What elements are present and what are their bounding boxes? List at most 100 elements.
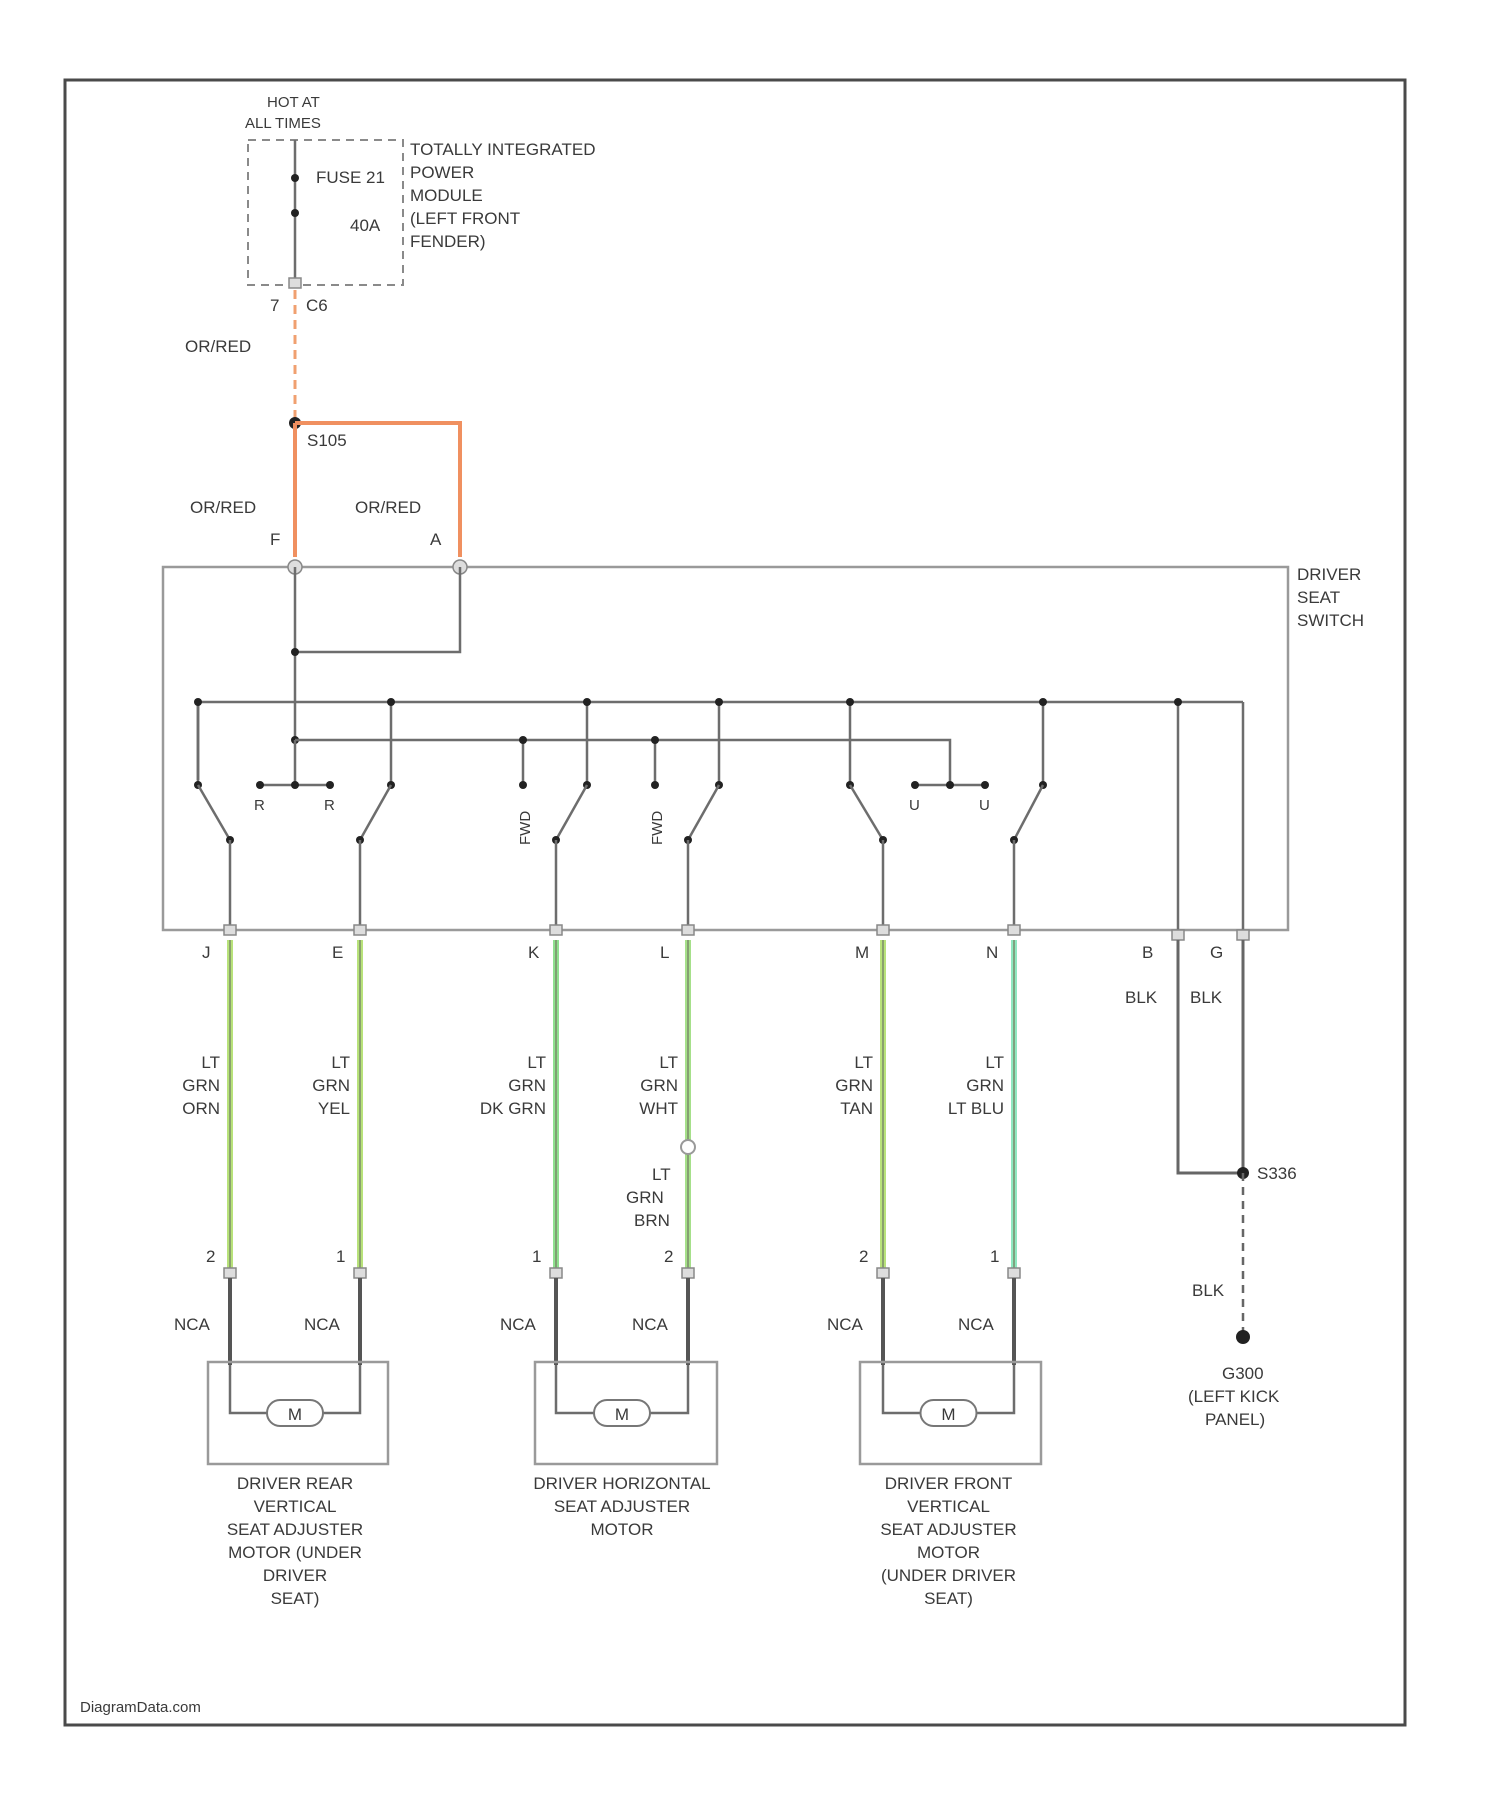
switch-output-pin [224, 925, 236, 935]
switch-pin-label: J [202, 943, 211, 962]
switch-blade [556, 785, 587, 840]
switch-name-line2: SEAT [1297, 588, 1340, 607]
seat-motors: MDRIVER REARVERTICALSEAT ADJUSTERMOTOR (… [208, 1362, 1041, 1608]
motor-name-line: SEAT ADJUSTER [227, 1520, 363, 1539]
switch-blade [688, 785, 719, 840]
module-name-line1: TOTALLY INTEGRATED [410, 140, 595, 159]
ground-pin-b: B [1142, 943, 1153, 962]
motor-symbol: M [288, 1405, 302, 1424]
motor-name-line: MOTOR [591, 1520, 654, 1539]
module-outline [248, 140, 403, 285]
ground-color-g: BLK [1190, 988, 1223, 1007]
contact-label-3: FWD [517, 811, 534, 845]
inline-color-line3: BRN [634, 1211, 670, 1230]
wire-color-label: DK GRN [480, 1099, 546, 1118]
switch-name-line1: DRIVER [1297, 565, 1361, 584]
switch-name-line3: SWITCH [1297, 611, 1364, 630]
switch-blade [850, 785, 883, 840]
ground-circuit: B G BLK BLK S336 BLK G300 (LEFT KICK PAN… [1125, 930, 1297, 1429]
motor-pin-label: 2 [859, 1247, 868, 1266]
wire-color-label: LT [985, 1053, 1004, 1072]
wire-color-label: GRN [312, 1076, 350, 1095]
switch-outline [163, 567, 1288, 930]
module-name-line2: POWER [410, 163, 474, 182]
nca-label: NCA [632, 1315, 669, 1334]
splice-s105-label: S105 [307, 431, 347, 450]
motor-connector-pin [1008, 1268, 1020, 1278]
contact-label-4: FWD [649, 811, 666, 845]
motor-name-line: MOTOR [917, 1543, 980, 1562]
ground-wire-color: BLK [1192, 1281, 1225, 1300]
contact-label-6: U [979, 797, 990, 814]
motor-name-line: VERTICAL [907, 1497, 990, 1516]
motor-connector-pin [354, 1268, 366, 1278]
bus-node [583, 698, 591, 706]
wire-color-label: GRN [182, 1076, 220, 1095]
wire-color-label: WHT [639, 1099, 678, 1118]
power-module: HOT AT ALL TIMES TOTALLY INTEGRATED POWE… [245, 94, 595, 315]
switch-pin-f: F [270, 530, 280, 549]
switch-pin-label: N [986, 943, 998, 962]
motor-name-line: VERTICAL [254, 1497, 337, 1516]
module-pin [289, 278, 301, 288]
switch-blade [198, 785, 230, 840]
nca-label: NCA [174, 1315, 211, 1334]
fuse-label: FUSE 21 [316, 168, 385, 187]
feed-wire-color: OR/RED [185, 337, 251, 356]
wire-color-label: LT [659, 1053, 678, 1072]
wire-color-label: GRN [966, 1076, 1004, 1095]
wire-color-label: LT BLU [948, 1099, 1004, 1118]
inline-color-line1: LT [652, 1165, 671, 1184]
wire-color-label: GRN [508, 1076, 546, 1095]
hot-label-line1: HOT AT [267, 94, 320, 111]
motor-pin-label: 1 [532, 1247, 541, 1266]
branch-right-color: OR/RED [355, 498, 421, 517]
bus-node [846, 698, 854, 706]
splice-s336-label: S336 [1257, 1164, 1297, 1183]
motor-symbol: M [941, 1405, 955, 1424]
ground-wires [1178, 940, 1243, 1173]
bus-node [194, 698, 202, 706]
motor-connector-pin [224, 1268, 236, 1278]
motor-connector-pin [550, 1268, 562, 1278]
switch-pin-label: M [855, 943, 869, 962]
motor-name-line: DRIVER [263, 1566, 327, 1585]
motor-name-line: SEAT) [924, 1589, 973, 1608]
motor-connector-pin [877, 1268, 889, 1278]
ground-color-b: BLK [1125, 988, 1158, 1007]
module-pin-right: C6 [306, 296, 328, 315]
motor-name-line: (UNDER DRIVER [881, 1566, 1016, 1585]
nca-label: NCA [304, 1315, 341, 1334]
contact-label-1: R [254, 797, 265, 814]
motor-symbol: M [615, 1405, 629, 1424]
module-name-line5: FENDER) [410, 232, 486, 251]
hot-label-line2: ALL TIMES [245, 115, 321, 132]
module-name-line4: (LEFT FRONT [410, 209, 520, 228]
fuse-rating: 40A [350, 216, 381, 235]
inline-connector [681, 1140, 695, 1154]
wire-color-label: LT [527, 1053, 546, 1072]
contact-label-2: R [324, 797, 335, 814]
motor-pin-label: 2 [206, 1247, 215, 1266]
switch-blade [1014, 785, 1043, 840]
branch-left-color: OR/RED [190, 498, 256, 517]
motor-name-line: DRIVER FRONT [885, 1474, 1013, 1493]
ground-id: G300 [1222, 1364, 1264, 1383]
inline-color-line2: GRN [626, 1188, 664, 1207]
motor-name-line: MOTOR (UNDER [228, 1543, 362, 1562]
motor-pin-label: 2 [664, 1247, 673, 1266]
switch-pin-label: E [332, 943, 343, 962]
motor-name-line: SEAT ADJUSTER [554, 1497, 690, 1516]
motor-name-line: SEAT ADJUSTER [880, 1520, 1016, 1539]
fuse-contact-bottom [291, 209, 299, 217]
switch-pin-label: K [528, 943, 540, 962]
wire-color-label: YEL [318, 1099, 350, 1118]
wire-color-label: LT [331, 1053, 350, 1072]
wire-color-label: ORN [182, 1099, 220, 1118]
contact-label-5: U [909, 797, 920, 814]
switch-output-pin [354, 925, 366, 935]
motor-name-line: SEAT) [271, 1589, 320, 1608]
wire-color-label: GRN [640, 1076, 678, 1095]
